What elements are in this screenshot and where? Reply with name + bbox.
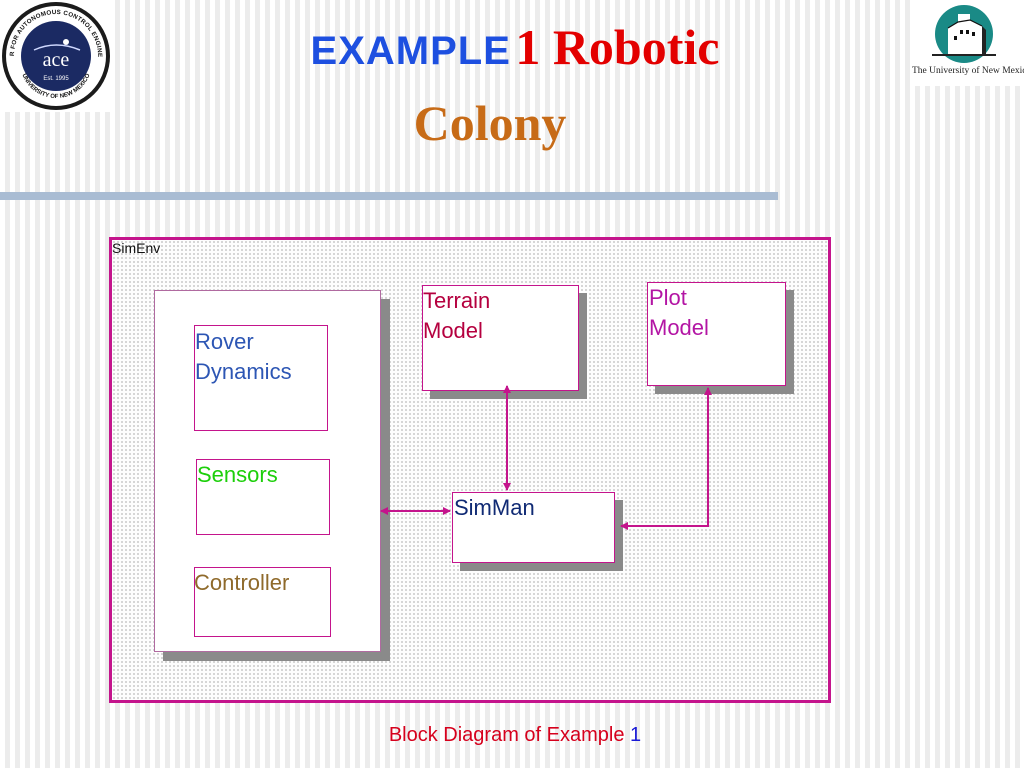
caption-text: Block Diagram of Example: [388, 724, 631, 746]
plot-model-line2: Model: [649, 315, 709, 340]
simman-label: SimMan: [454, 495, 535, 520]
diagram-caption: Block Diagram of Example 1: [200, 724, 830, 747]
title-line1: EXAMPLE 1 Robotic: [200, 18, 830, 76]
sensors-label: Sensors: [197, 462, 278, 487]
unm-caption: The University of New Mexico: [912, 66, 1024, 76]
terrain-model-block: [422, 285, 579, 391]
plot-model-label: Plot Model: [649, 283, 709, 343]
rover-dynamics-block: [194, 325, 328, 431]
title-divider: [0, 192, 778, 200]
title-colony: Colony: [413, 95, 567, 151]
controller-label: Controller: [194, 570, 290, 595]
sensors-block: [196, 459, 330, 535]
ace-logo: CENTER FOR AUTONOMOUS CONTROL ENGINEERIN…: [0, 0, 112, 112]
plot-model-block: [647, 282, 786, 386]
terrain-model-line2: Model: [423, 318, 483, 343]
title-robotic: 1 Robotic: [515, 19, 720, 75]
terrain-model-label: Terrain Model: [423, 286, 490, 346]
ace-logo-icon: CENTER FOR AUTONOMOUS CONTROL ENGINEERIN…: [0, 0, 110, 110]
ace-est: Est. 1995: [43, 76, 69, 82]
terrain-model-line1: Terrain: [423, 288, 491, 313]
rover-dynamics-line1: Rover: [195, 329, 254, 354]
unm-logo: [912, 0, 1024, 86]
ace-mark: ace: [43, 49, 70, 71]
unm-building-icon: [932, 5, 996, 63]
title-example: EXAMPLE: [310, 29, 511, 73]
rover-dynamics-line2: Dynamics: [195, 359, 292, 384]
simman-block: [452, 492, 615, 563]
rover-dynamics-label: Rover Dynamics: [195, 327, 292, 387]
simenv-label: SimEnv: [112, 240, 161, 256]
caption-number: 1: [630, 724, 642, 746]
controller-block: [194, 567, 331, 637]
plot-model-line1: Plot: [649, 285, 687, 310]
